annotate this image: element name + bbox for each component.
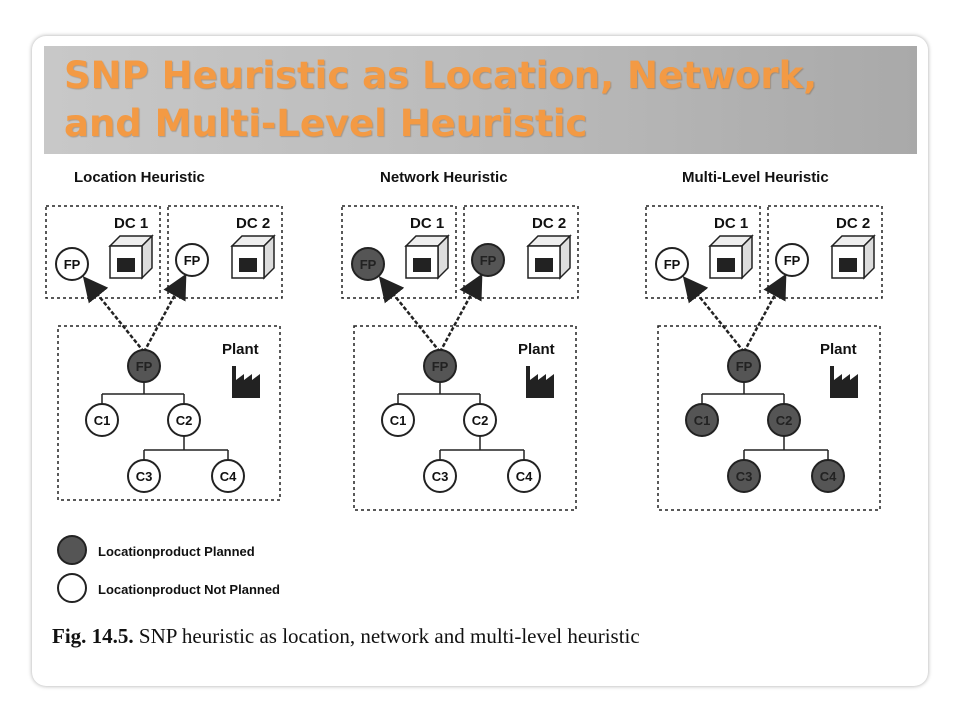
caption-label: Fig. 14.5. [52,624,134,648]
c1-node [85,403,119,437]
panel-network: Network Heuristic DC 1 DC 2 [341,169,579,511]
panel-location: Location Heuristic DC 1 DC 2 [45,169,283,501]
fp-label: FP [64,257,81,272]
factory-icon [830,366,858,398]
fp-node-dc1 [55,247,89,281]
dc2-label: DC 2 [236,215,270,232]
c2-label: C2 [176,413,193,428]
c3-label: C3 [432,469,449,484]
dc1-box [341,205,457,299]
plant-box [57,325,281,501]
dc1-box [45,205,161,299]
fp-label: FP [360,257,377,272]
panel-heading: Location Heuristic [74,169,205,186]
caption-text: SNP heuristic as location, network and m… [133,624,640,648]
legend-not-planned-label: Locationproduct Not Planned [98,582,280,597]
fp-label: FP [736,359,753,374]
arrow-to-dc1 [682,276,745,353]
fp-label: FP [480,253,497,268]
plant-label: Plant [820,341,857,358]
dc1-label: DC 1 [714,215,748,232]
c4-node [211,459,245,493]
warehouse-icon [708,234,754,280]
warehouse-icon [526,234,572,280]
c1-label: C1 [390,413,407,428]
fp-label: FP [664,257,681,272]
panel-heading: Multi-Level Heuristic [682,169,829,186]
c2-label: C2 [472,413,489,428]
legend-planned-label: Locationproduct Planned [98,544,255,559]
fp-node-dc2 [471,243,505,277]
plant-box [353,325,577,511]
warehouse-icon [108,234,154,280]
title-line-2: and Multi-Level Heuristic [64,102,588,145]
arrow-to-dc2 [142,273,187,353]
arrow-to-dc2 [438,273,483,353]
c3-node [127,459,161,493]
dc1-label: DC 1 [410,215,444,232]
c4-label: C4 [820,469,837,484]
fp-label: FP [184,253,201,268]
c2-label: C2 [776,413,793,428]
title-line-1: SNP Heuristic as Location, Network, [64,54,818,97]
plant-label: Plant [518,341,555,358]
legend: Locationproduct Planned Locationproduct … [57,535,280,603]
arrow-to-dc1 [378,276,441,353]
legend-planned-swatch [57,535,87,565]
fp-label: FP [136,359,153,374]
legend-not-planned-swatch [57,573,87,603]
factory-icon [526,366,554,398]
panel-heading: Network Heuristic [380,169,508,186]
warehouse-icon [830,234,876,280]
c3-node [727,459,761,493]
fp-node-dc2 [175,243,209,277]
fp-node-dc1 [351,247,385,281]
dc2-box [767,205,883,299]
c3-label: C3 [136,469,153,484]
c1-node [381,403,415,437]
warehouse-icon [230,234,276,280]
slide-title: SNP Heuristic as Location, Network, and … [64,52,928,148]
fp-node-dc1 [655,247,689,281]
arrow-to-dc2 [742,273,787,353]
c1-label: C1 [94,413,111,428]
c4-label: C4 [220,469,237,484]
c4-label: C4 [516,469,533,484]
plant-box [657,325,881,511]
factory-icon [232,366,260,398]
fp-node-dc2 [775,243,809,277]
dc2-box [463,205,579,299]
c3-node [423,459,457,493]
dc1-box [645,205,761,299]
figure-caption: Fig. 14.5. SNP heuristic as location, ne… [52,624,640,649]
dc2-label: DC 2 [532,215,566,232]
warehouse-icon [404,234,450,280]
title-bar: SNP Heuristic as Location, Network, and … [44,46,917,154]
dc2-box [167,205,283,299]
c1-label: C1 [694,413,711,428]
figure: Location Heuristic DC 1 DC 2 [44,154,917,684]
dc1-label: DC 1 [114,215,148,232]
c1-node [685,403,719,437]
panel-multi-level: Multi-Level Heuristic DC 1 DC 2 [645,169,883,511]
heuristics-diagram: Location Heuristic DC 1 DC 2 [45,169,883,603]
arrow-to-dc1 [82,276,145,353]
dc2-label: DC 2 [836,215,870,232]
c3-label: C3 [736,469,753,484]
slide-frame: SNP Heuristic as Location, Network, and … [32,36,928,686]
fp-label: FP [432,359,449,374]
c4-node [507,459,541,493]
plant-label: Plant [222,341,259,358]
c4-node [811,459,845,493]
fp-label: FP [784,253,801,268]
